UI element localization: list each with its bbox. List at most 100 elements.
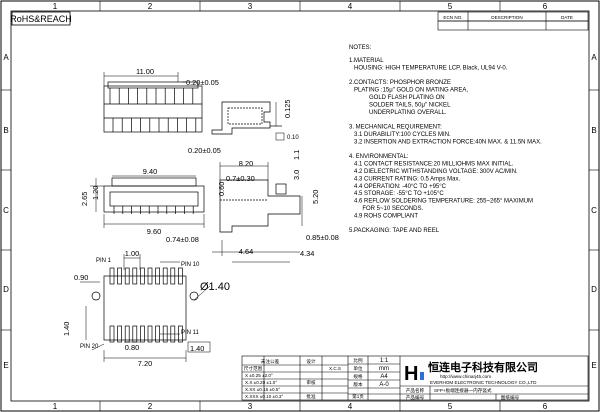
zone-col-4-bottom: 4 <box>348 402 353 411</box>
dim-30: 3.0 <box>292 170 301 180</box>
tb-version-value: A-0 <box>379 382 389 388</box>
notes-line: 4.6 REFLOW SOLDERING TEMPERATURE: 255~26… <box>349 199 533 205</box>
tb-company-en: EVERHOM ELECTRONIC TECHNOLOGY CO.,LTD <box>430 380 537 385</box>
zone-col-2: 2 <box>148 2 153 11</box>
dim-front-width: 9.40 <box>143 167 157 176</box>
pcb-pad <box>162 267 168 285</box>
dim-434: 4.34 <box>300 249 314 258</box>
pin-20-label: PIN 20 <box>80 344 99 350</box>
top-view-dim-lines <box>103 72 186 86</box>
dim-085: 0.85±0.08 <box>306 233 339 242</box>
side-view-dim-lines <box>275 102 285 141</box>
tb-tolerance-label: 未注公差 <box>261 358 280 365</box>
dim-070: 0.7±0.30 <box>226 174 255 183</box>
pcb-pad <box>170 267 176 285</box>
dim-top-pitch: 0.20±0.05 <box>186 78 219 87</box>
zone-row-b-right: B <box>591 126 596 135</box>
dim-820: 8.20 <box>239 159 253 168</box>
revision-header-description: DESCRIPTION <box>491 15 522 20</box>
top-view <box>103 81 203 133</box>
tb-tolerance-header: 尺寸范围 <box>244 365 263 372</box>
rohs-box <box>11 11 71 26</box>
tb-design-label: 设计 <box>306 358 316 365</box>
pin-1-label: PIN 1 <box>96 258 112 264</box>
notes-line: 4.9 ROHS COMPLIANT <box>349 213 418 219</box>
pcb-pad <box>178 267 183 285</box>
pcb-pad <box>109 325 115 343</box>
dim-11: 1.1 <box>292 150 301 160</box>
pcb-pad <box>140 325 145 343</box>
title-block <box>241 355 589 401</box>
tb-designer: X.C.S <box>329 366 341 371</box>
zone-col-4: 4 <box>348 2 353 11</box>
tb-drawing-no-label: 图纸编号 <box>501 394 520 401</box>
zone-col-1: 1 <box>53 2 58 11</box>
tb-company-url: http://www.chinarj45.com <box>440 374 491 379</box>
zone-row-c: C <box>3 206 9 215</box>
front-view-dim-lines <box>90 175 205 228</box>
notes-line: 4.1 CONTACT RESISTANCE:20 MILLIOHMS MAX … <box>349 162 514 168</box>
pcb-pad <box>155 267 160 285</box>
notes-line: FOR 5~10 SECONDS. <box>349 206 424 212</box>
front-view <box>103 177 205 214</box>
dim-pcb-720: 7.20 <box>138 359 152 368</box>
side-profile <box>219 179 301 233</box>
zone-row-a: A <box>3 53 9 62</box>
svg-text:H: H <box>404 363 418 385</box>
zone-row-b: B <box>3 126 8 135</box>
dim-060: 0.60 <box>217 182 226 196</box>
zone-col-5-bottom: 5 <box>448 402 453 411</box>
tb-size-label: 规格 <box>353 373 363 380</box>
notes-line: 3.2 INSERTION AND EXTRACTION FORCE:40N M… <box>349 139 542 145</box>
pcb-pad <box>147 267 153 285</box>
rohs-mark: RoHS&REACH <box>10 14 72 24</box>
notes-line: 3.1 DURABILITY:100 CYCLES MIN. <box>349 132 451 138</box>
dim-hole-diameter: Ø1.40 <box>200 281 230 293</box>
dim-464: 4.64 <box>239 247 253 256</box>
dim-pcb-140-left: 1.40 <box>62 322 71 336</box>
revision-table <box>437 11 589 31</box>
tb-size-value: A4 <box>380 374 388 380</box>
tb-unit-label: 单位 <box>353 365 363 372</box>
zone-col-3: 3 <box>248 2 253 11</box>
dim-front-height-120: 1.20 <box>91 186 100 200</box>
tb-version-label: 版本 <box>353 381 363 388</box>
notes-line: 4.4 OPERATION: -40°C TO +95°C <box>349 184 447 190</box>
tb-company-cn: 恒连电子科技有限公司 <box>428 360 538 374</box>
tb-tolerance-row-4: X.XXX ±0.10 ±0.3° <box>245 394 283 399</box>
tb-unit-value: mm <box>379 366 389 372</box>
pcb-pad <box>140 267 145 285</box>
notes-block: 1.MATERIAL HOUSING: HIGH TEMPERATURE LCP… <box>349 58 542 234</box>
zone-col-6-bottom: 6 <box>543 402 548 411</box>
dim-pitch-below: 0.20±0.05 <box>188 146 221 155</box>
tb-check-label: 审核 <box>306 379 316 386</box>
notes-line: SOLDER TAILS, 50μ" NICKEL <box>349 102 451 108</box>
zone-row-c-right: C <box>591 206 597 215</box>
zone-col-2-bottom: 2 <box>148 402 153 411</box>
pin-10-label: PIN 10 <box>181 262 200 268</box>
zone-row-d-right: D <box>591 285 597 294</box>
dim-pad-width: 1.00 <box>125 249 139 258</box>
dim-front-base-width: 9.60 <box>147 227 161 236</box>
tb-product-no-label: 产品编号 <box>406 394 425 401</box>
pcb-pad <box>109 267 115 285</box>
dim-pcb-140-right: 1.40 <box>190 344 204 353</box>
notes-line: 4. ENVIRONMENTAL: <box>349 154 409 160</box>
zone-row-e: E <box>3 361 8 370</box>
side-profile-dim-lines <box>212 162 303 263</box>
dim-side-thickness: 0.125 <box>283 100 292 119</box>
tb-sheet-label: 第1页 <box>352 393 364 400</box>
notes-line: 5.PACKAGING: TAPE AND REEL <box>349 228 440 234</box>
tb-tolerance-row-3: X.XX ±0.15 ±0.5° <box>245 387 280 392</box>
zone-col-1-bottom: 1 <box>53 402 58 411</box>
zone-col-5: 5 <box>448 2 453 11</box>
notes-line: GOLD FLASH PLATING ON <box>349 95 445 101</box>
pin-11-label: PIN 11 <box>181 330 200 336</box>
dim-front-height-265: 2.65 <box>80 192 89 206</box>
pcb-pad <box>132 267 138 285</box>
notes-line: 3. MECHANICAL REQUIREMENT: <box>349 125 442 131</box>
tb-scale-value: 1:1 <box>380 358 389 364</box>
company-logo-icon: H <box>404 363 424 385</box>
